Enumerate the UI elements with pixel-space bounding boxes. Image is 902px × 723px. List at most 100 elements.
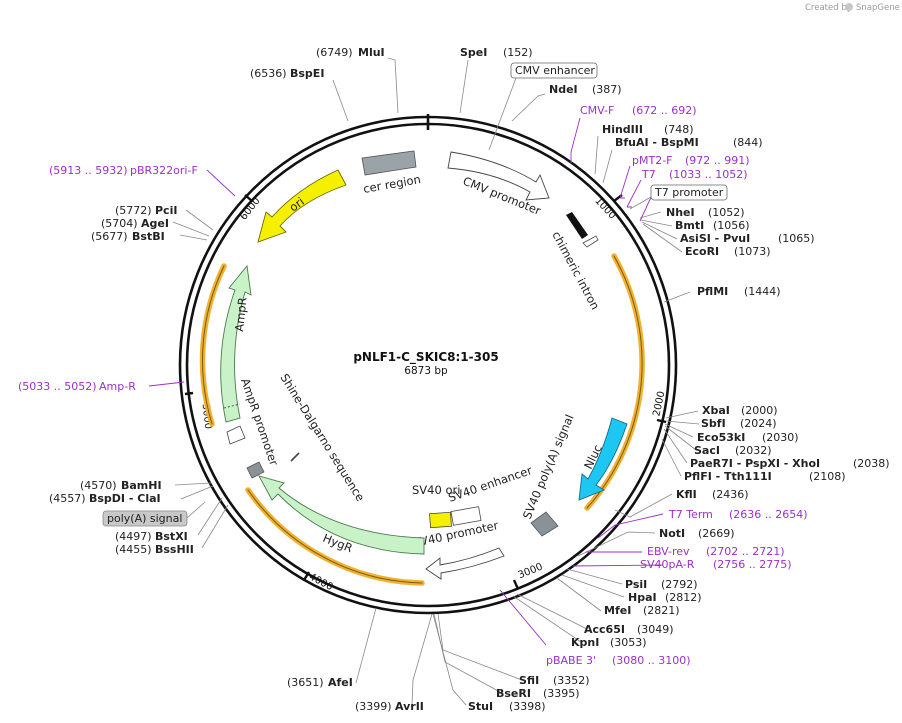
site-name: AvrII	[395, 700, 424, 713]
primer-name: Amp-R	[99, 380, 136, 393]
site-name: HpaI	[628, 591, 657, 604]
site-name: HindIII	[602, 123, 643, 136]
site-name: AgeI	[141, 217, 169, 230]
site-name: BstXI	[155, 530, 188, 543]
site-leader-lines	[172, 57, 700, 706]
primer-range: (2756 .. 2775)	[713, 558, 792, 571]
primer-range: (5033 .. 5052)	[18, 380, 97, 393]
site-pos: (748)	[664, 123, 694, 136]
primer-range: (3080 .. 3100)	[612, 654, 691, 667]
boxed-label-t7-promoter: T7 promoter	[654, 186, 724, 199]
site-pos: (2038)	[853, 457, 890, 470]
site-name: PflFI - Tth111I	[684, 470, 772, 483]
site-pos: (3049)	[637, 623, 674, 636]
site-pos: (152)	[503, 46, 533, 59]
site-pos: (3395)	[543, 687, 580, 700]
primer-name: pMT2-F	[632, 154, 673, 167]
site-name: SbfI	[701, 417, 726, 430]
sv40-enhancer-box	[450, 506, 482, 526]
site-name: AfeI	[328, 676, 353, 689]
sv40-polya-box	[530, 511, 559, 537]
site-labels: (6749) MluI SpeI (152) (6536) BspEI NdeI…	[49, 46, 890, 713]
site-name: NdeI	[549, 83, 578, 96]
feature-label-shine-dalgarno: Shine-Dalgarno sequence	[277, 371, 367, 504]
site-name: MluI	[358, 46, 385, 59]
cmv-promoter-arrow	[447, 151, 550, 201]
orf-arcs	[199, 253, 645, 586]
ori-arrow	[257, 169, 347, 243]
primer-range: (5913 .. 5932)	[49, 164, 128, 177]
site-name: PaeR7I - PspXI - XhoI	[690, 457, 820, 470]
site-name: PciI	[155, 204, 177, 217]
site-pos: (2000)	[741, 404, 778, 417]
site-name: BfuAI - BspMI	[615, 136, 699, 149]
feature-label-ampr-promoter: AmpR promoter	[238, 376, 281, 467]
site-pos: (1052)	[708, 206, 745, 219]
boxed-label-polya-signal: poly(A) signal	[107, 512, 182, 525]
site-pos: (5677)	[91, 230, 128, 243]
primer-range: (2702 .. 2721)	[706, 545, 785, 558]
site-pos: (1073)	[734, 245, 771, 258]
site-pos: (3398)	[509, 700, 546, 713]
site-name: MfeI	[604, 604, 631, 617]
site-name: Eco53kI	[697, 431, 745, 444]
site-pos: (2436)	[712, 488, 749, 501]
site-name: KpnI	[571, 636, 599, 649]
site-pos: (2032)	[735, 444, 772, 457]
primer-range: (2636 .. 2654)	[729, 508, 808, 521]
site-pos: (2108)	[809, 470, 846, 483]
feature-label-cer-region: cer region	[362, 172, 422, 196]
primer-name: T7 Term	[668, 508, 713, 521]
site-pos: (3651)	[287, 676, 324, 689]
site-pos: (6536)	[250, 67, 287, 80]
site-name: Acc65I	[584, 623, 625, 636]
primer-range: (1033 .. 1052)	[669, 168, 748, 181]
site-name: PflMI	[697, 285, 728, 298]
site-name: NotI	[659, 527, 685, 540]
feature-label-sv40-ori: SV40 ori	[412, 483, 460, 497]
site-pos: (1444)	[744, 285, 781, 298]
site-name: PsiI	[625, 578, 647, 591]
site-pos: (2669)	[698, 527, 735, 540]
intron-small-arrow	[582, 235, 599, 248]
primer-labels: CMV-F (672 .. 692) pMT2-F (972 .. 991) T…	[18, 104, 808, 667]
snapgene-credit: Created by SnapGene	[805, 3, 900, 13]
site-pos: (4497)	[115, 530, 152, 543]
site-name: StuI	[468, 700, 493, 713]
site-pos: (5704)	[101, 217, 138, 230]
primer-name: pBR322ori-F	[130, 164, 198, 177]
site-pos: (6749)	[316, 46, 353, 59]
site-name: BspDI - ClaI	[89, 492, 161, 505]
credit-brand: SnapGene	[856, 3, 900, 13]
site-pos: (387)	[592, 83, 622, 96]
site-name: AsiSI - PvuI	[680, 232, 750, 245]
primer-leader-lines	[148, 117, 664, 646]
hygr-arrow	[258, 475, 425, 555]
boxed-label-cmv-enhancer: CMV enhancer	[515, 64, 595, 77]
site-pos: (3352)	[553, 674, 590, 687]
site-name: SpeI	[460, 46, 487, 59]
backbone	[178, 114, 678, 615]
primer-name: EBV-rev	[647, 545, 690, 558]
site-pos: (2030)	[762, 431, 799, 444]
site-name: EcoRI	[685, 245, 719, 258]
site-pos: (3399)	[355, 700, 392, 713]
credit-prefix: Created by	[805, 3, 852, 13]
site-name: BspEI	[290, 67, 324, 80]
site-name: BamHI	[121, 479, 162, 492]
site-pos: (4455)	[115, 543, 152, 556]
site-name: KflI	[676, 488, 697, 501]
site-pos: (844)	[733, 136, 763, 149]
chimeric-intron-box	[566, 212, 588, 239]
site-pos: (5772)	[115, 204, 152, 217]
site-pos: (4557)	[49, 492, 86, 505]
plasmid-size: 6873 bp	[404, 365, 448, 377]
site-pos: (2792)	[661, 578, 698, 591]
site-pos: (1065)	[778, 232, 815, 245]
site-name: BstBI	[132, 230, 165, 243]
shine-dalgarno-mark	[290, 452, 300, 462]
nluc-arrow	[578, 417, 628, 501]
site-pos: (2812)	[665, 591, 702, 604]
primer-range: (672 .. 692)	[632, 104, 697, 117]
